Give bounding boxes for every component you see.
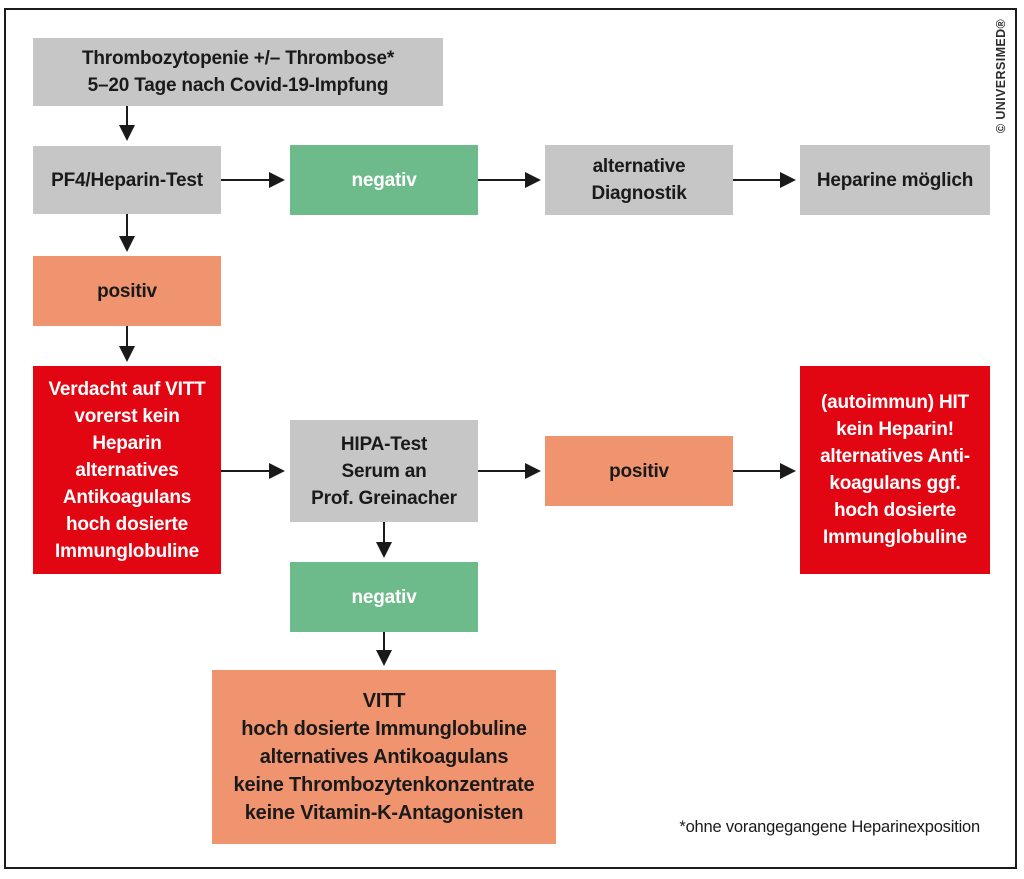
node-pf4-heparin-test: PF4/Heparin-Test	[33, 146, 221, 214]
footnote: *ohne vorangegangene Heparinexposition	[679, 818, 980, 836]
node-positiv-2-line: positiv	[609, 460, 669, 482]
node-positiv-1: positiv	[33, 256, 221, 326]
node-verdacht-auf-vitt-line: Immunglobuline	[55, 540, 199, 562]
node-vitt-result-line: keine Thrombozytenkonzentrate	[233, 774, 535, 796]
node-hipa-test-line: Serum an	[341, 460, 427, 482]
node-verdacht-auf-vitt-line: Antikoagulans	[62, 486, 192, 508]
node-autoimmun-hit-line: koagulans ggf.	[829, 473, 961, 494]
node-autoimmun-hit-line: (autoimmun) HIT	[821, 392, 969, 413]
node-verdacht-auf-vitt-line: Verdacht auf VITT	[48, 378, 206, 400]
node-alternative-diagnostik-line: alternative	[592, 156, 686, 177]
node-negativ-1-line: negativ	[351, 169, 417, 191]
node-vitt-result-line: hoch dosierte Immunglobuline	[241, 718, 527, 740]
node-negativ-2-line: negativ	[351, 586, 417, 608]
node-autoimmun-hit-line: hoch dosierte	[834, 500, 956, 521]
node-autoimmun-hit-line: kein Heparin!	[836, 419, 954, 440]
node-hipa-test-line: Prof. Greinacher	[311, 487, 457, 509]
node-verdacht-auf-vitt-line: hoch dosierte	[66, 513, 188, 535]
node-alternative-diagnostik-line: Diagnostik	[591, 183, 687, 204]
node-alternative-diagnostik: alternative Diagnostik	[545, 145, 733, 215]
node-vitt-result: VITT hoch dosierte Immunglobuline altern…	[212, 670, 556, 844]
node-verdacht-auf-vitt-line: vorerst kein Heparin	[74, 405, 180, 454]
node-vitt-result-line: alternatives Antikoagulans	[259, 746, 509, 768]
diagram-border-frame	[4, 8, 1017, 869]
node-positiv-2: positiv	[545, 436, 733, 506]
node-vitt-result-line: keine Vitamin-K-Antagonisten	[244, 802, 524, 824]
node-hipa-test: HIPA-Test Serum an Prof. Greinacher	[290, 420, 478, 522]
node-vitt-result-line: VITT	[362, 690, 406, 712]
node-start: Thrombozytopenie +/– Thrombose* 5–20 Tag…	[33, 38, 443, 106]
node-start-line: Thrombozytopenie +/– Thrombose*	[81, 48, 395, 69]
node-heparine-moeglich: Heparine möglich	[800, 145, 990, 215]
node-pf4-heparin-test-line: PF4/Heparin-Test	[51, 169, 203, 191]
node-autoimmun-hit-line: alternatives Anti-	[820, 446, 970, 467]
node-positiv-1-line: positiv	[97, 280, 157, 302]
node-negativ-2: negativ	[290, 562, 478, 632]
node-autoimmun-hit-line: Immunglobuline	[823, 527, 967, 548]
publisher-credit: © UNIVERSIMED®	[994, 18, 1008, 134]
node-verdacht-auf-vitt: Verdacht auf VITT vorerst kein Heparin a…	[33, 366, 221, 574]
node-verdacht-auf-vitt-line: alternatives	[75, 459, 179, 481]
node-hipa-test-line: HIPA-Test	[340, 433, 428, 455]
node-heparine-moeglich-line: Heparine möglich	[816, 169, 974, 191]
node-negativ-1: negativ	[290, 145, 478, 215]
node-autoimmun-hit: (autoimmun) HIT kein Heparin! alternativ…	[800, 366, 990, 574]
node-start-line: 5–20 Tage nach Covid-19-Impfung	[87, 75, 389, 96]
